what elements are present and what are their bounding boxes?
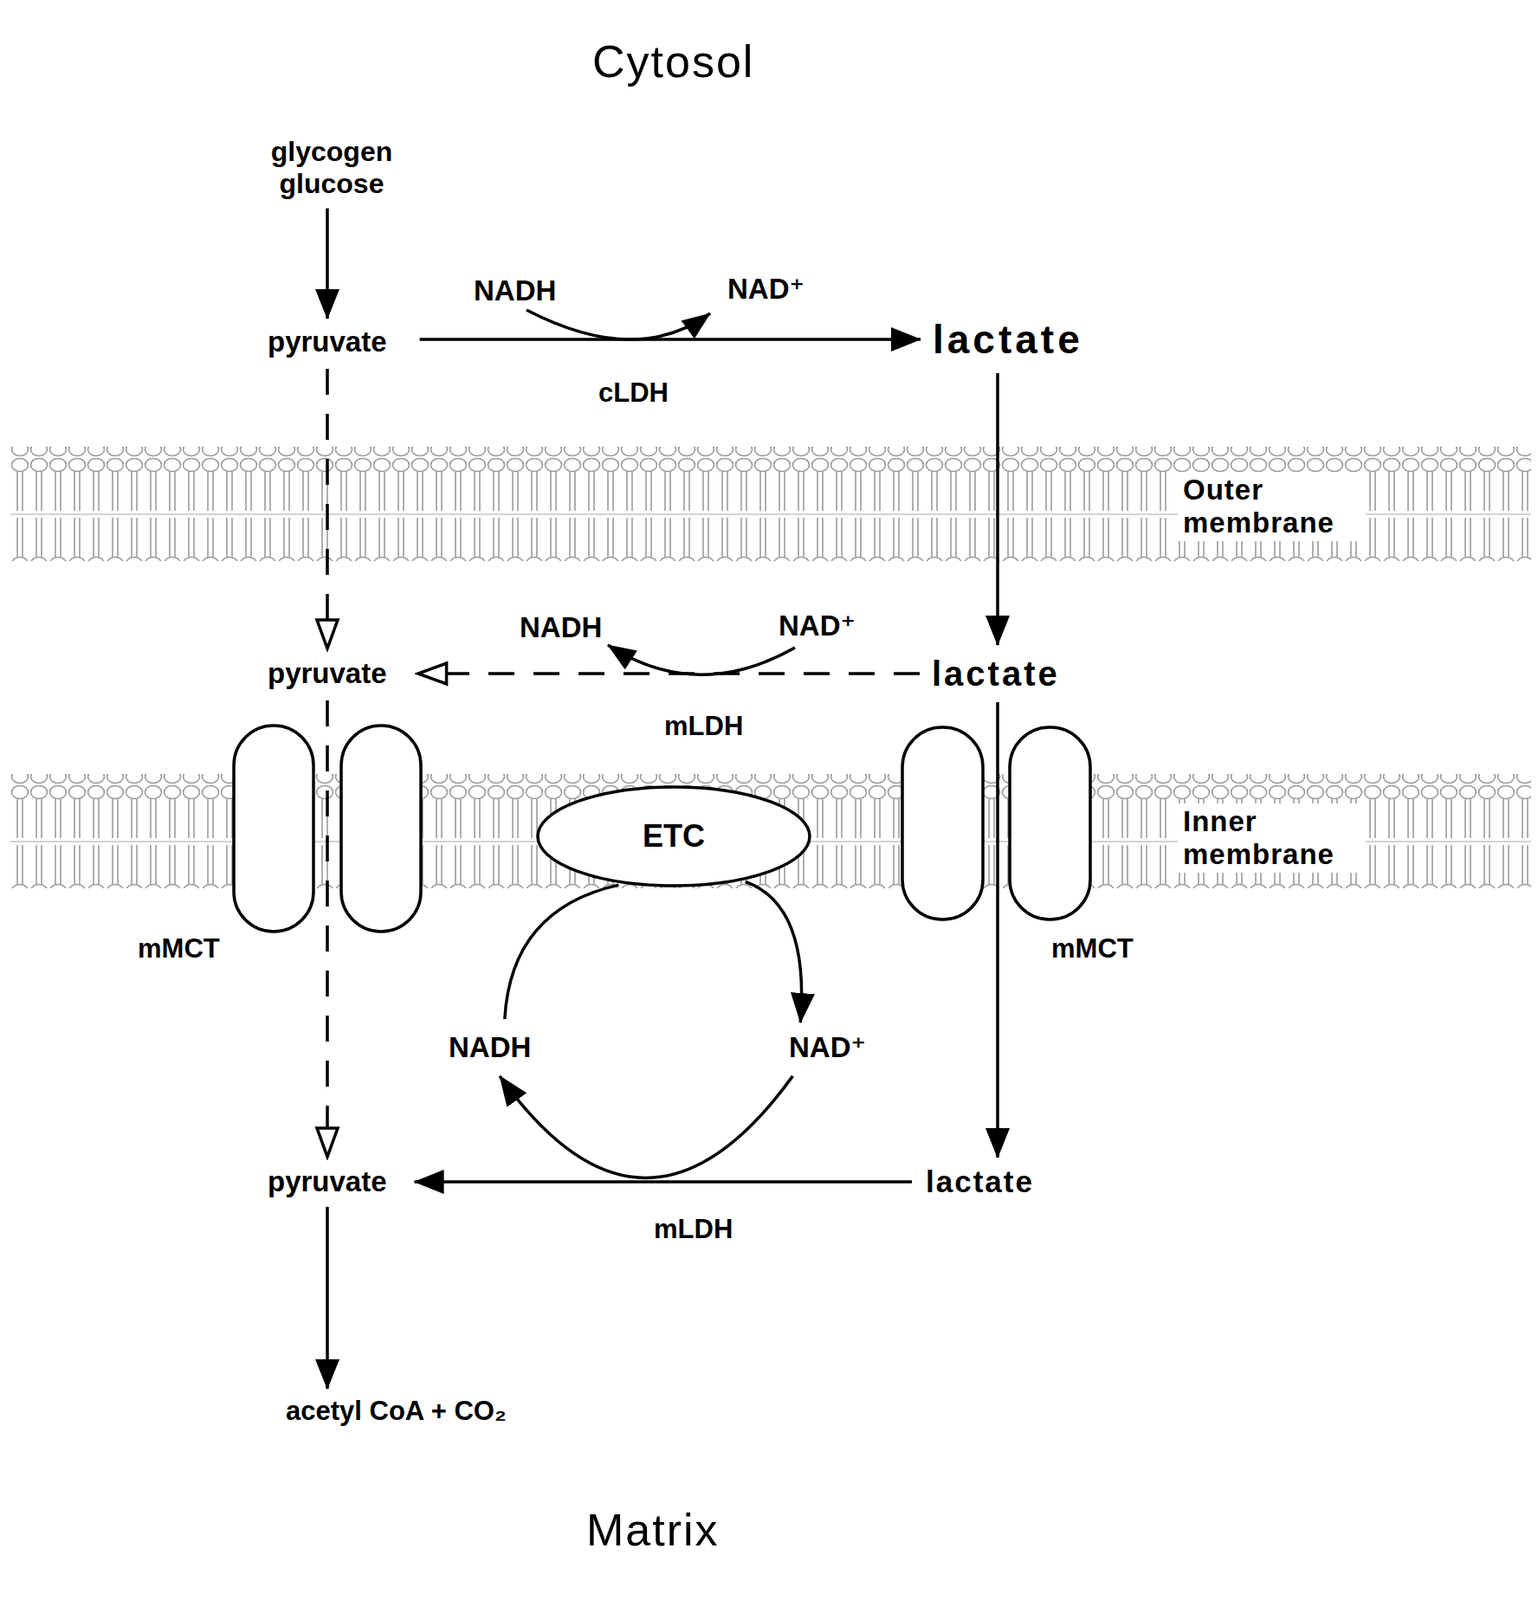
arrow bbox=[325, 1207, 330, 1390]
node-text: lactate bbox=[925, 1164, 1034, 1200]
cofactor-label: NADH bbox=[473, 274, 556, 308]
mmct-subunit bbox=[341, 725, 421, 932]
arrow bbox=[414, 1180, 912, 1184]
edge-label-text: mLDH bbox=[653, 1214, 733, 1246]
node-text: lactate bbox=[931, 653, 1060, 694]
node-text: NAD⁺ bbox=[788, 1031, 866, 1065]
metabolite: lactate bbox=[932, 316, 1084, 363]
edge-label: cLDH bbox=[598, 377, 669, 409]
transporters bbox=[233, 725, 1091, 932]
arrow bbox=[504, 885, 620, 1020]
node-text: pyruvate bbox=[267, 325, 388, 359]
transporter-label: mMCT bbox=[137, 933, 220, 965]
compartment-label: Matrix bbox=[586, 1505, 720, 1558]
arrow bbox=[499, 1076, 793, 1179]
cofactor-arc bbox=[526, 310, 711, 340]
diagram-title: Cytosol bbox=[592, 36, 755, 89]
cofactor-label: NADH bbox=[519, 611, 602, 645]
label-text: mMCT bbox=[137, 933, 220, 965]
arrow bbox=[995, 702, 1000, 1158]
membrane-label: Outer membrane bbox=[1177, 471, 1366, 542]
label-text: Matrix bbox=[586, 1505, 720, 1558]
arrow bbox=[420, 337, 921, 342]
label-text: NAD⁺ bbox=[727, 272, 805, 306]
etc-ellipse: ETC bbox=[536, 785, 812, 888]
cofactor-label: NAD⁺ bbox=[727, 272, 805, 306]
node-text: acetyl CoA + CO₂ bbox=[285, 1395, 507, 1428]
arrow bbox=[745, 881, 802, 1023]
cofactor: NAD⁺ bbox=[788, 1031, 866, 1065]
label-text: NAD⁺ bbox=[778, 609, 856, 643]
cofactor-label: NAD⁺ bbox=[778, 609, 856, 643]
mmct-subunit bbox=[233, 725, 314, 932]
node-text: lactate bbox=[932, 316, 1084, 363]
metabolite: lactate bbox=[931, 653, 1060, 694]
edge-label-text: mLDH bbox=[664, 710, 744, 743]
transporter-label: mMCT bbox=[1051, 933, 1134, 965]
label-text: mMCT bbox=[1051, 933, 1134, 965]
title-text: Cytosol bbox=[592, 36, 755, 89]
edge-label: mLDH bbox=[664, 710, 744, 743]
node-text: glycogen glucose bbox=[258, 135, 406, 201]
dashed-arrow bbox=[418, 672, 920, 676]
membrane-label: Inner membrane bbox=[1177, 803, 1366, 873]
edge-label-text: cLDH bbox=[598, 377, 669, 409]
dashed-arrow bbox=[325, 700, 330, 1157]
cofactor: NADH bbox=[448, 1031, 531, 1065]
node-text: pyruvate bbox=[267, 1165, 388, 1199]
node-text: ETC bbox=[642, 818, 705, 854]
node-text: NADH bbox=[448, 1031, 531, 1065]
metabolite: pyruvate bbox=[267, 657, 388, 691]
outer-membrane bbox=[10, 446, 1532, 562]
bilayer bbox=[10, 446, 1532, 562]
source-label: glycogen glucose bbox=[258, 135, 406, 201]
label-text: NADH bbox=[473, 274, 556, 308]
arrow bbox=[995, 373, 1000, 646]
label-text: Outer membrane bbox=[1177, 471, 1366, 542]
label-text: NADH bbox=[519, 611, 602, 645]
cofactor-arc bbox=[607, 645, 795, 675]
mmct-subunit bbox=[902, 727, 983, 920]
edge-label: mLDH bbox=[653, 1214, 733, 1246]
dashed-arrow bbox=[325, 368, 330, 649]
label-text: Inner membrane bbox=[1177, 803, 1366, 873]
arrow bbox=[325, 208, 330, 319]
metabolite: lactate bbox=[925, 1164, 1034, 1200]
product: acetyl CoA + CO₂ bbox=[285, 1395, 507, 1428]
ellipse-shape bbox=[537, 787, 810, 886]
metabolite: pyruvate bbox=[267, 1165, 388, 1199]
metabolite: pyruvate bbox=[267, 325, 388, 359]
node-text: pyruvate bbox=[267, 657, 388, 691]
mmct-subunit bbox=[1009, 727, 1091, 920]
